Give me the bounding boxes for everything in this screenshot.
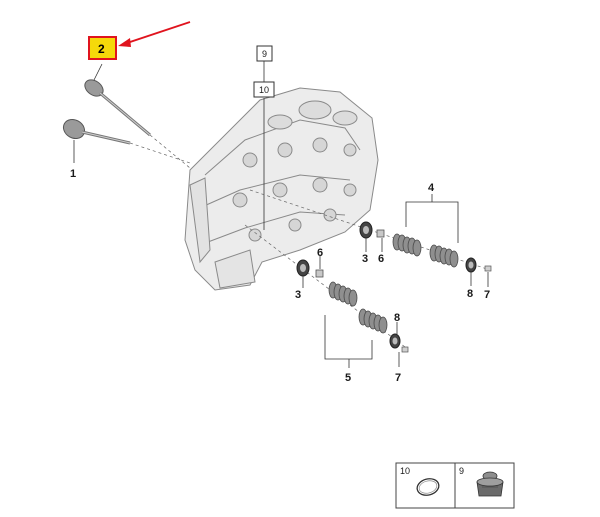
upper-valve-train: 3 6 4 8 7 xyxy=(359,182,492,301)
cylinder-head-illustration xyxy=(184,87,379,291)
svg-text:3: 3 xyxy=(362,253,368,265)
red-arrow xyxy=(118,21,191,47)
legend-cell-9: 9 xyxy=(459,466,504,497)
legend-box: 10 9 xyxy=(395,462,515,509)
svg-text:10: 10 xyxy=(259,85,269,95)
callout-2: 2 xyxy=(88,36,117,60)
svg-text:9: 9 xyxy=(262,49,267,59)
svg-text:8: 8 xyxy=(394,312,400,324)
plug-icon xyxy=(476,471,504,497)
svg-text:1: 1 xyxy=(70,168,76,180)
svg-text:7: 7 xyxy=(484,289,490,301)
boxed-label-9: 9 xyxy=(256,45,273,62)
lower-valve-train: 3 6 5 8 7 xyxy=(295,247,409,384)
svg-text:6: 6 xyxy=(317,247,323,259)
svg-text:2: 2 xyxy=(98,42,105,56)
o-ring-icon xyxy=(416,478,440,496)
valve-2 xyxy=(84,63,191,169)
legend-cell-10: 10 xyxy=(400,466,440,496)
svg-text:8: 8 xyxy=(467,288,473,300)
svg-text:5: 5 xyxy=(345,372,351,384)
svg-text:4: 4 xyxy=(428,182,435,194)
svg-text:7: 7 xyxy=(395,372,401,384)
valve-1: 1 xyxy=(62,118,191,180)
boxed-label-10: 10 xyxy=(253,81,275,98)
svg-text:10: 10 xyxy=(400,466,410,476)
svg-text:9: 9 xyxy=(459,466,464,476)
svg-text:6: 6 xyxy=(378,253,384,265)
svg-text:3: 3 xyxy=(295,289,301,301)
